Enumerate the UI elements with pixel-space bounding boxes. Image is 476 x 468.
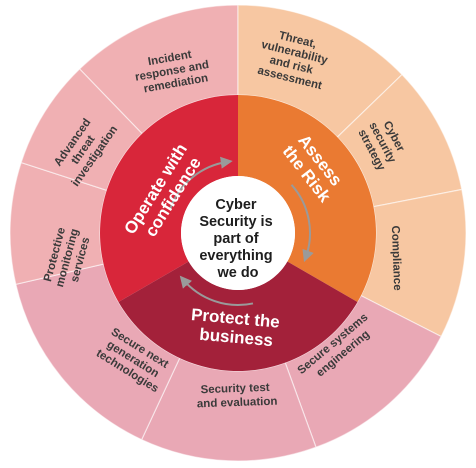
label-incident-response: Incident response and remediation (132, 46, 215, 97)
center-line: part of (213, 231, 258, 247)
center-statement: Cyber Security is part of everything we … (199, 197, 276, 281)
label-protect-the-business: Protect the business (189, 305, 285, 351)
label-compliance: Compliance (389, 225, 403, 291)
cycle-arrow-assess-to-protect (290, 184, 314, 263)
middle-sector-protect-the-business (118, 261, 358, 371)
cycle-arrows (169, 156, 314, 306)
middle-sector-assess-the-risk (238, 95, 376, 302)
center-circle (181, 176, 295, 290)
center-line: Cyber (215, 197, 256, 213)
outer-ring (9, 4, 467, 462)
middle-sector-operate-with-confidence (100, 95, 238, 302)
center-line: Security is (199, 214, 272, 230)
center-line: everything (199, 248, 272, 264)
center-line: we do (216, 265, 258, 281)
label-security-test-evaluation: Security test and evaluation (196, 382, 277, 411)
middle-ring (100, 95, 376, 371)
cycle-arrow-operate-to-assess (169, 156, 233, 209)
cycle-arrow-protect-to-operate (179, 275, 254, 306)
